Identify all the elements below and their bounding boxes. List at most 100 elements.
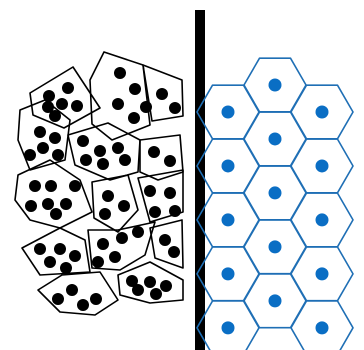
nucleus-dot	[94, 145, 106, 157]
irregular-cell	[138, 170, 183, 222]
nucleus-dot	[164, 187, 176, 199]
nucleus-dot	[159, 234, 171, 246]
nucleus-dot	[118, 200, 130, 212]
nucleus-dot	[160, 280, 172, 292]
nucleus-dot	[62, 82, 74, 94]
nucleus-dot	[24, 149, 36, 161]
hexagon-cell	[197, 85, 259, 139]
nucleus-dot	[52, 149, 64, 161]
nucleus-dot	[119, 154, 131, 166]
nucleus-dot	[112, 98, 124, 110]
nucleus-dot	[37, 142, 49, 154]
nucleus-dot	[269, 186, 282, 199]
nucleus-dot	[316, 159, 329, 172]
hexagon-cell	[244, 274, 306, 328]
nucleus-dot	[164, 155, 176, 167]
irregular-cell	[38, 272, 118, 315]
irregular-cell-outline	[90, 52, 150, 140]
hexagon-cell	[291, 301, 353, 350]
nucleus-dot	[269, 79, 282, 92]
nucleus-dot	[52, 293, 64, 305]
ordered-hexagon-panel	[197, 58, 353, 350]
nucleus-dot	[132, 284, 144, 296]
nucleus-dot	[45, 180, 57, 192]
nucleus-dot	[50, 208, 62, 220]
irregular-cell-outline	[30, 67, 100, 128]
irregular-cell	[15, 160, 92, 228]
nucleus-dot	[269, 240, 282, 253]
nucleus-dot	[316, 213, 329, 226]
nucleus-dot	[97, 158, 109, 170]
nucleus-dot	[71, 100, 83, 112]
nucleus-dot	[109, 251, 121, 263]
disordered-cells-panel	[15, 52, 183, 315]
nucleus-dot	[116, 232, 128, 244]
nucleus-dot	[129, 83, 141, 95]
irregular-cell	[22, 228, 90, 275]
nucleus-dot	[69, 250, 81, 262]
hexagon-cell	[197, 193, 259, 247]
irregular-cell	[68, 123, 140, 180]
hexagon-cell	[197, 301, 259, 350]
nucleus-dot	[77, 299, 89, 311]
divider-bar	[195, 10, 205, 350]
hexagon-cell	[197, 139, 259, 193]
nucleus-dot	[168, 246, 180, 258]
nucleus-dot	[92, 256, 104, 268]
nucleus-dot	[222, 213, 235, 226]
irregular-cell	[118, 262, 183, 303]
hexagon-cell	[291, 247, 353, 301]
nucleus-dot	[149, 206, 161, 218]
nucleus-dot	[66, 284, 78, 296]
nucleus-dot	[316, 106, 329, 119]
nucleus-dot	[56, 98, 68, 110]
hexagon-cell	[197, 247, 259, 301]
nucleus-dot	[69, 180, 81, 192]
nucleus-dot	[112, 142, 124, 154]
nucleus-dot	[132, 226, 144, 238]
nucleus-dot	[34, 243, 46, 255]
nucleus-dot	[269, 132, 282, 145]
nucleus-dot	[80, 154, 92, 166]
nucleus-dot	[60, 262, 72, 274]
nucleus-dot	[60, 198, 72, 210]
nucleus-dot	[156, 88, 168, 100]
nucleus-dot	[34, 126, 46, 138]
nucleus-dot	[316, 321, 329, 334]
irregular-cell-outline	[92, 175, 138, 232]
nucleus-dot	[169, 102, 181, 114]
irregular-cell	[92, 175, 138, 232]
nucleus-dot	[128, 112, 140, 124]
nucleus-dot	[144, 276, 156, 288]
hexagon-cell	[244, 220, 306, 274]
irregular-cell	[88, 222, 155, 270]
nucleus-dot	[144, 185, 156, 197]
nucleus-dot	[150, 288, 162, 300]
hexagon-cell	[244, 166, 306, 220]
nucleus-dot	[99, 208, 111, 220]
hexagon-cell	[291, 139, 353, 193]
nucleus-dot	[222, 321, 235, 334]
nucleus-dot	[25, 200, 37, 212]
hexagon-cell	[244, 58, 306, 112]
nucleus-dot	[148, 146, 160, 158]
nucleus-dot	[90, 293, 102, 305]
nucleus-dot	[222, 106, 235, 119]
nucleus-dot	[222, 159, 235, 172]
nucleus-dot	[269, 294, 282, 307]
nucleus-dot	[97, 238, 109, 250]
hexagon-cell	[291, 193, 353, 247]
nucleus-dot	[316, 267, 329, 280]
nucleus-dot	[77, 135, 89, 147]
hexagon-cell	[291, 85, 353, 139]
irregular-cell-outline	[38, 272, 118, 315]
nucleus-dot	[169, 205, 181, 217]
irregular-cell	[30, 67, 100, 128]
nucleus-dot	[114, 67, 126, 79]
nucleus-dot	[44, 256, 56, 268]
nucleus-dot	[222, 267, 235, 280]
irregular-cell	[150, 220, 183, 268]
nucleus-dot	[54, 243, 66, 255]
